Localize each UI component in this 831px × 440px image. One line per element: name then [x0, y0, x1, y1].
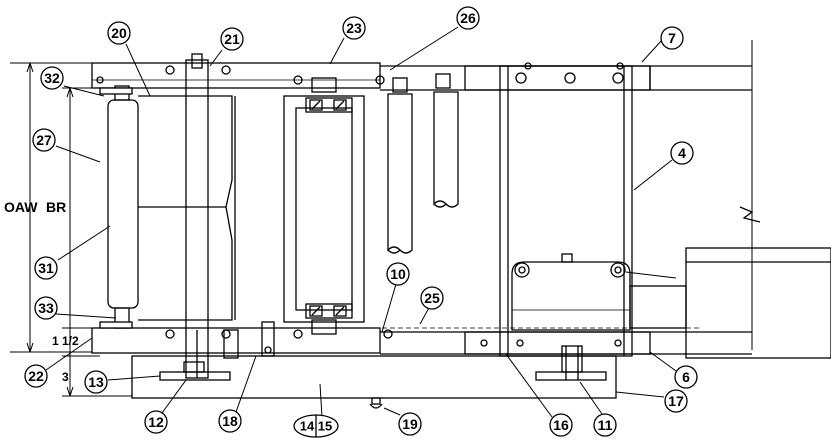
- callout-19: 19: [398, 412, 422, 436]
- callout-23: 23: [342, 16, 366, 40]
- callout-27: 27: [32, 128, 56, 152]
- callout-25: 25: [420, 286, 444, 310]
- callout-6: 6: [674, 365, 698, 389]
- callout-16-text: 16: [553, 417, 569, 433]
- one-half-label: 1 1/2: [52, 334, 79, 348]
- dimension-lines: [10, 62, 132, 397]
- callout-14-15: 14 15: [293, 414, 339, 438]
- callout-19-text: 19: [402, 416, 418, 432]
- callout-17-text: 17: [668, 393, 684, 409]
- callout-7-text: 7: [668, 30, 676, 46]
- vertical-support: [185, 53, 209, 379]
- callout-26: 26: [456, 6, 480, 30]
- callout-22: 22: [24, 364, 48, 388]
- callout-21: 21: [220, 27, 244, 51]
- end-roller: [99, 85, 139, 329]
- callout-10-text: 10: [390, 266, 406, 282]
- break-symbol: [739, 206, 761, 223]
- callout-4: 4: [670, 141, 694, 165]
- callout-32: 32: [40, 66, 64, 90]
- callout-18-text: 18: [222, 413, 238, 429]
- callout-10: 10: [386, 262, 410, 286]
- callout-22-text: 22: [28, 368, 44, 384]
- three-label: 3: [62, 370, 69, 384]
- callout-18: 18: [218, 409, 242, 433]
- broken-roller-right: [433, 73, 459, 208]
- callout-32-text: 32: [44, 70, 60, 86]
- callout-13-text: 13: [88, 374, 104, 390]
- top-side-channel: [91, 62, 752, 91]
- callout-31-text: 31: [38, 260, 54, 276]
- callout-20: 20: [107, 21, 131, 45]
- callout-11: 11: [593, 413, 617, 437]
- callout-16: 16: [549, 413, 573, 437]
- callout-6-text: 6: [682, 369, 690, 385]
- callout-25-text: 25: [424, 290, 440, 306]
- callout-14-15-text: 14 15: [300, 419, 333, 434]
- belt-pan: [138, 95, 236, 321]
- idler-roller-assembly: [283, 77, 365, 335]
- callout-26-text: 26: [460, 10, 476, 26]
- fastener-bolts: [96, 62, 624, 359]
- br-label: BR: [46, 199, 66, 215]
- callout-20-text: 20: [111, 25, 127, 41]
- broken-roller-left: [387, 77, 413, 254]
- bottom-side-channel: [91, 327, 752, 355]
- motor: [629, 247, 831, 359]
- callout-13: 13: [84, 370, 108, 394]
- callout-21-text: 21: [224, 31, 240, 47]
- callout-17: 17: [664, 389, 688, 413]
- oaw-label: OAW: [4, 199, 38, 215]
- callout-27-text: 27: [36, 132, 52, 148]
- callout-4-text: 4: [678, 145, 686, 161]
- callout-12-text: 12: [148, 414, 164, 430]
- leader-lines: [45, 26, 677, 418]
- gear-reducer: [511, 253, 631, 331]
- callout-33-text: 33: [38, 300, 54, 316]
- drive-frame: [464, 65, 651, 357]
- callout-11-text: 11: [598, 417, 613, 433]
- callout-31: 31: [34, 256, 58, 280]
- callout-12: 12: [144, 410, 168, 434]
- base-stand: [131, 345, 617, 409]
- callout-23-text: 23: [346, 20, 362, 36]
- callout-7: 7: [660, 26, 684, 50]
- callout-33: 33: [34, 296, 58, 320]
